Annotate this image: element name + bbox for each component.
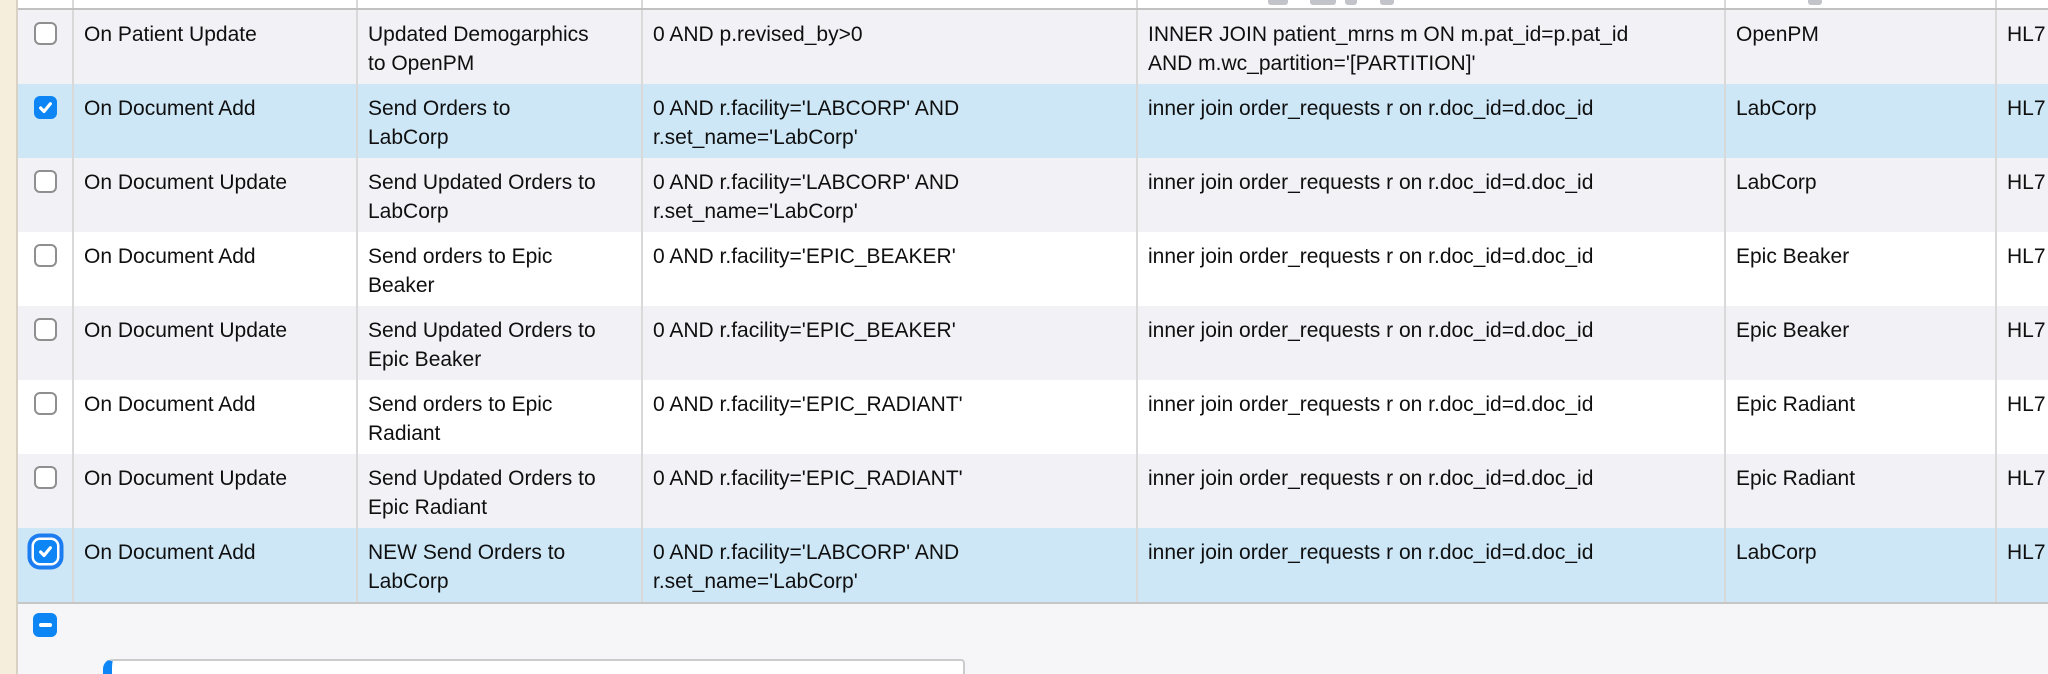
clipped-text-fragment [1268,0,1288,5]
table-row[interactable]: On Document Add Send Orders to LabCorp 0… [18,84,2048,158]
join-cell: inner join order_requests r on r.doc_id=… [1138,380,1726,454]
format-cell: HL7 [2007,541,2046,564]
join-cell: inner join order_requests r on r.doc_id=… [1138,306,1726,380]
row-checkbox[interactable] [34,466,57,489]
condition-cell: 0 AND r.facility='LABCORP' AND r.set_nam… [643,158,1138,232]
row-checkbox-cell [18,380,74,454]
row-checkbox[interactable] [34,540,57,563]
format-cell: HL7 [2007,467,2046,490]
clipped-text-fragment [1808,0,1822,5]
row-checkbox-cell [18,232,74,306]
table-row[interactable]: On Document Update Send Updated Orders t… [18,454,2048,528]
format-cell: HL7 [2007,97,2046,120]
description-cell: Send Orders to LabCorp [358,84,643,158]
format-cell: HL7 [2007,23,2046,46]
target-cell: LabCorp [1726,158,1997,232]
target-cell: Epic Radiant [1726,380,1997,454]
clipped-text-fragment [1310,0,1336,5]
description-cell: Send Updated Orders to Epic Beaker [358,306,643,380]
row-checkbox[interactable] [34,170,57,193]
description-cell: Send orders to Epic Radiant [358,380,643,454]
table-row[interactable]: On Document Add NEW Send Orders to LabCo… [18,528,2048,602]
row-checkbox-cell [18,528,74,602]
event-triggers-table: On Patient Update Updated Demogarphics t… [18,0,2048,604]
format-cell: HL7 [2007,319,2046,342]
check-icon [39,102,52,114]
event-cell: On Document Update [74,158,358,232]
clipped-text-fragment [1380,0,1394,5]
event-cell: On Document Add [74,528,358,602]
condition-cell: 0 AND r.facility='LABCORP' AND r.set_nam… [643,528,1138,602]
description-cell: Send orders to Epic Beaker [358,232,643,306]
target-cell: Epic Beaker [1726,306,1997,380]
row-checkbox[interactable] [34,244,57,267]
row-checkbox[interactable] [34,318,57,341]
target-cell: Epic Beaker [1726,232,1997,306]
format-cell: HL7 [2007,245,2046,268]
row-checkbox[interactable] [34,22,57,45]
description-cell: Send Updated Orders to Epic Radiant [358,454,643,528]
description-cell: Updated Demogarphics to OpenPM [358,10,643,84]
row-checkbox-cell [18,10,74,84]
row-checkbox[interactable] [34,96,57,119]
join-cell: inner join order_requests r on r.doc_id=… [1138,454,1726,528]
clipped-row [18,0,2048,10]
event-cell: On Document Add [74,380,358,454]
event-cell: On Patient Update [74,10,358,84]
condition-cell: 0 AND r.facility='EPIC_BEAKER' [643,232,1138,306]
row-checkbox[interactable] [34,392,57,415]
condition-cell: 0 AND r.facility='EPIC_BEAKER' [643,306,1138,380]
detail-panel [103,659,965,674]
join-cell: inner join order_requests r on r.doc_id=… [1138,158,1726,232]
target-cell: LabCorp [1726,528,1997,602]
condition-cell: 0 AND r.facility='EPIC_RADIANT' [643,380,1138,454]
join-cell: inner join order_requests r on r.doc_id=… [1138,232,1726,306]
target-cell: LabCorp [1726,84,1997,158]
description-cell: NEW Send Orders to LabCorp [358,528,643,602]
left-gutter [0,0,18,674]
condition-cell: 0 AND p.revised_by>0 [643,10,1138,84]
row-checkbox-cell [18,84,74,158]
minus-icon [38,623,52,627]
join-cell: inner join order_requests r on r.doc_id=… [1138,528,1726,602]
row-checkbox-cell [18,158,74,232]
event-cell: On Document Add [74,84,358,158]
condition-cell: 0 AND r.facility='LABCORP' AND r.set_nam… [643,84,1138,158]
format-cell: HL7 [2007,393,2046,416]
target-cell: Epic Radiant [1726,454,1997,528]
row-checkbox-cell [18,454,74,528]
join-cell: inner join order_requests r on r.doc_id=… [1138,84,1726,158]
condition-cell: 0 AND r.facility='EPIC_RADIANT' [643,454,1138,528]
table-bottom-border [18,602,2048,604]
table-row[interactable]: On Document Update Send Updated Orders t… [18,158,2048,232]
join-cell: INNER JOIN patient_mrns m ON m.pat_id=p.… [1138,10,1726,84]
table-row[interactable]: On Document Add Send orders to Epic Beak… [18,232,2048,306]
description-cell: Send Updated Orders to LabCorp [358,158,643,232]
target-cell: OpenPM [1726,10,1997,84]
table-row[interactable]: On Document Update Send Updated Orders t… [18,306,2048,380]
event-cell: On Document Add [74,232,358,306]
format-cell: HL7 [2007,171,2046,194]
remove-row-button[interactable] [33,613,57,637]
event-cell: On Document Update [74,306,358,380]
row-checkbox-cell [18,306,74,380]
table-row[interactable]: On Patient Update Updated Demogarphics t… [18,10,2048,84]
check-icon [39,546,52,558]
clipped-text-fragment [1345,0,1357,5]
event-cell: On Document Update [74,454,358,528]
table-row[interactable]: On Document Add Send orders to Epic Radi… [18,380,2048,454]
